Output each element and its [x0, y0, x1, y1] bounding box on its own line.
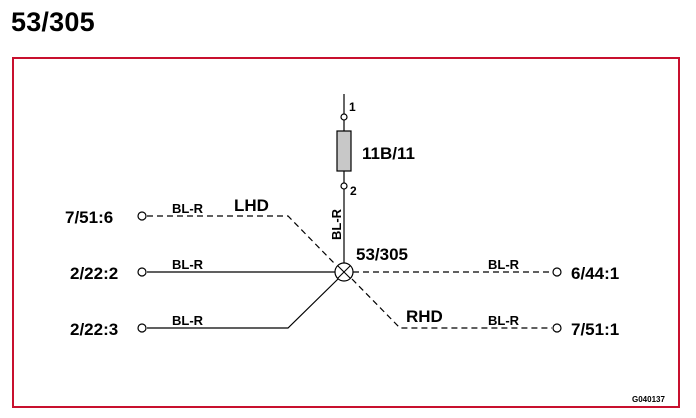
wire-color-label-2-22-2: BL-R — [172, 257, 204, 272]
connector-2-22-3-label: 2/22:3 — [70, 320, 118, 339]
wire-rhd-7-51-1 — [351, 278, 552, 329]
fuse-pin-1-terminal — [340, 113, 348, 121]
feed-wire-color-label: BL-R — [329, 208, 344, 240]
figure-code: G040137 — [632, 395, 665, 404]
connector-6-44-1-label: 6/44:1 — [571, 264, 619, 283]
wire-2-22-3 — [147, 278, 339, 329]
fuse-pin-2-label: 2 — [350, 184, 357, 198]
terminal-2-22-3 — [137, 323, 147, 333]
diagram-frame — [12, 57, 680, 408]
connector-2-22-2-label: 2/22:2 — [70, 264, 118, 283]
fuse-label: 11B/11 — [362, 144, 415, 163]
terminal-2-22-2 — [137, 267, 147, 277]
wire-color-label-7-51-6: BL-R — [172, 201, 204, 216]
page-title: 53/305 — [11, 7, 95, 37]
wire-color-label-7-51-1: BL-R — [488, 313, 520, 328]
terminal-6-44-1 — [552, 267, 562, 277]
variant-rhd-label: RHD — [406, 307, 443, 326]
splice-label: 53/305 — [356, 245, 408, 264]
connector-7-51-1-label: 7/51:1 — [571, 320, 619, 339]
splice-cross-b — [337, 265, 351, 279]
fuse-symbol — [336, 130, 352, 172]
fuse-pin-2-terminal — [340, 182, 348, 190]
wire-lhd-7-51-6 — [147, 215, 336, 265]
connector-7-51-6-label: 7/51:6 — [65, 208, 113, 227]
terminal-7-51-1 — [552, 323, 562, 333]
variant-lhd-label: LHD — [234, 196, 269, 215]
terminal-7-51-6 — [137, 211, 147, 221]
wire-color-label-2-22-3: BL-R — [172, 313, 204, 328]
wire-color-label-6-44-1: BL-R — [488, 257, 520, 272]
fuse-pin-1-label: 1 — [349, 100, 356, 114]
